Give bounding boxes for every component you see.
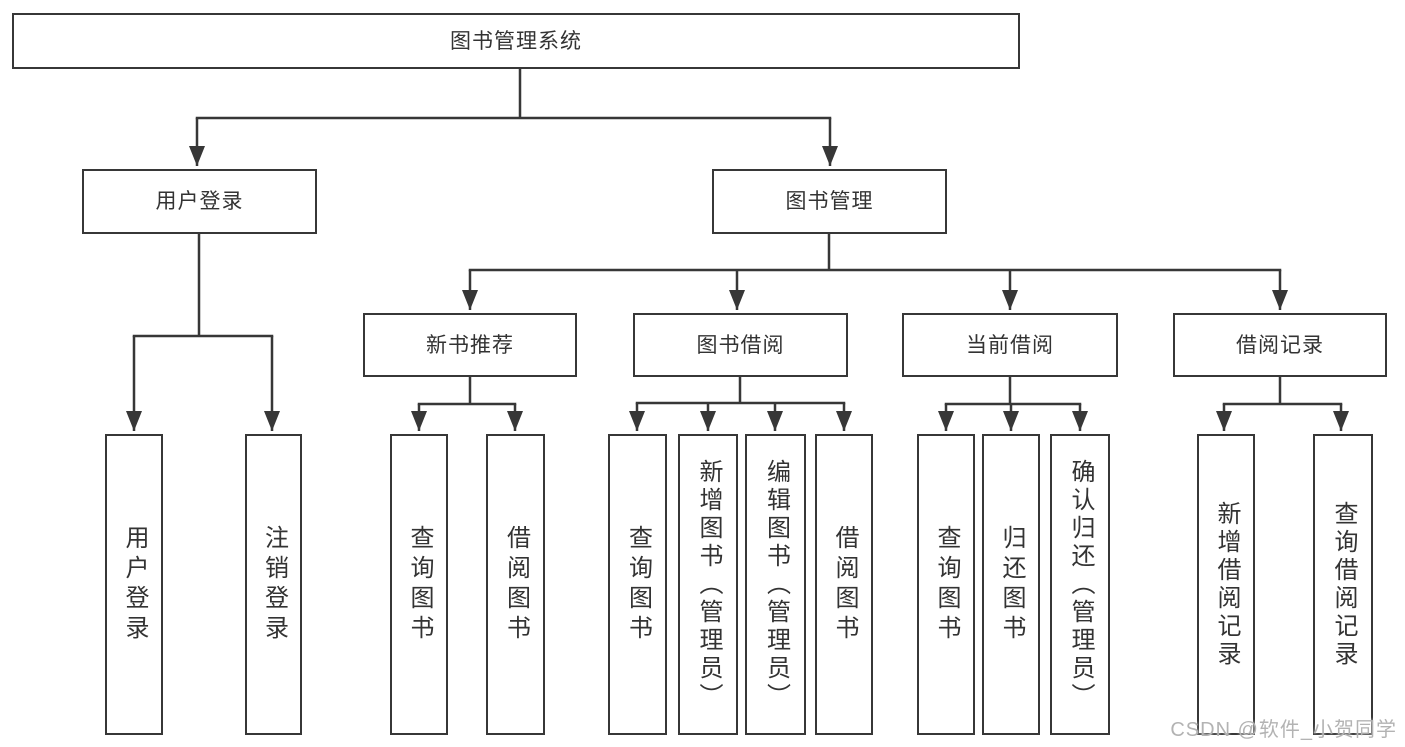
edge-rail-root <box>195 66 832 120</box>
node-new-book-recommend: 新书推荐 <box>363 313 577 377</box>
leaf-current-confirm-return-admin: 确认归还（管理员） <box>1050 434 1110 735</box>
leaf-current-query-books: 查询图书 <box>917 434 975 735</box>
leaf-borrowing-borrow-books: 借阅图书 <box>815 434 873 735</box>
leaf-user-login: 用户登录 <box>105 434 163 735</box>
leaf-newbooks-borrow-books: 借阅图书 <box>486 434 545 735</box>
edge-rail-current-borrow <box>944 375 1082 406</box>
leaf-current-return-books: 归还图书 <box>982 434 1040 735</box>
node-current-borrow: 当前借阅 <box>902 313 1118 377</box>
leaf-borrowing-edit-books-admin: 编辑图书（管理员） <box>745 434 806 735</box>
edge-rail-borrow-records <box>1222 375 1343 406</box>
edge-rail-new-books <box>417 375 517 406</box>
edge-rail-book-borrowing <box>635 375 846 405</box>
csdn-watermark: CSDN @软件_小贺同学 <box>1170 719 1397 741</box>
edge-rail-book-mgmt <box>468 232 1282 272</box>
leaf-borrowing-query-books: 查询图书 <box>608 434 667 735</box>
node-user-login: 用户登录 <box>82 169 317 234</box>
leaf-borrowing-add-books-admin: 新增图书（管理员） <box>678 434 738 735</box>
edge-rail-user-login <box>132 232 274 338</box>
leaf-records-add-record: 新增借阅记录 <box>1197 434 1255 735</box>
leaf-newbooks-query-books: 查询图书 <box>390 434 448 735</box>
leaf-logout: 注销登录 <box>245 434 302 735</box>
node-book-borrowing: 图书借阅 <box>633 313 848 377</box>
node-book-management: 图书管理 <box>712 169 947 234</box>
node-root-library-system: 图书管理系统 <box>12 13 1020 69</box>
node-borrow-records: 借阅记录 <box>1173 313 1387 377</box>
leaf-records-query-record: 查询借阅记录 <box>1313 434 1373 735</box>
